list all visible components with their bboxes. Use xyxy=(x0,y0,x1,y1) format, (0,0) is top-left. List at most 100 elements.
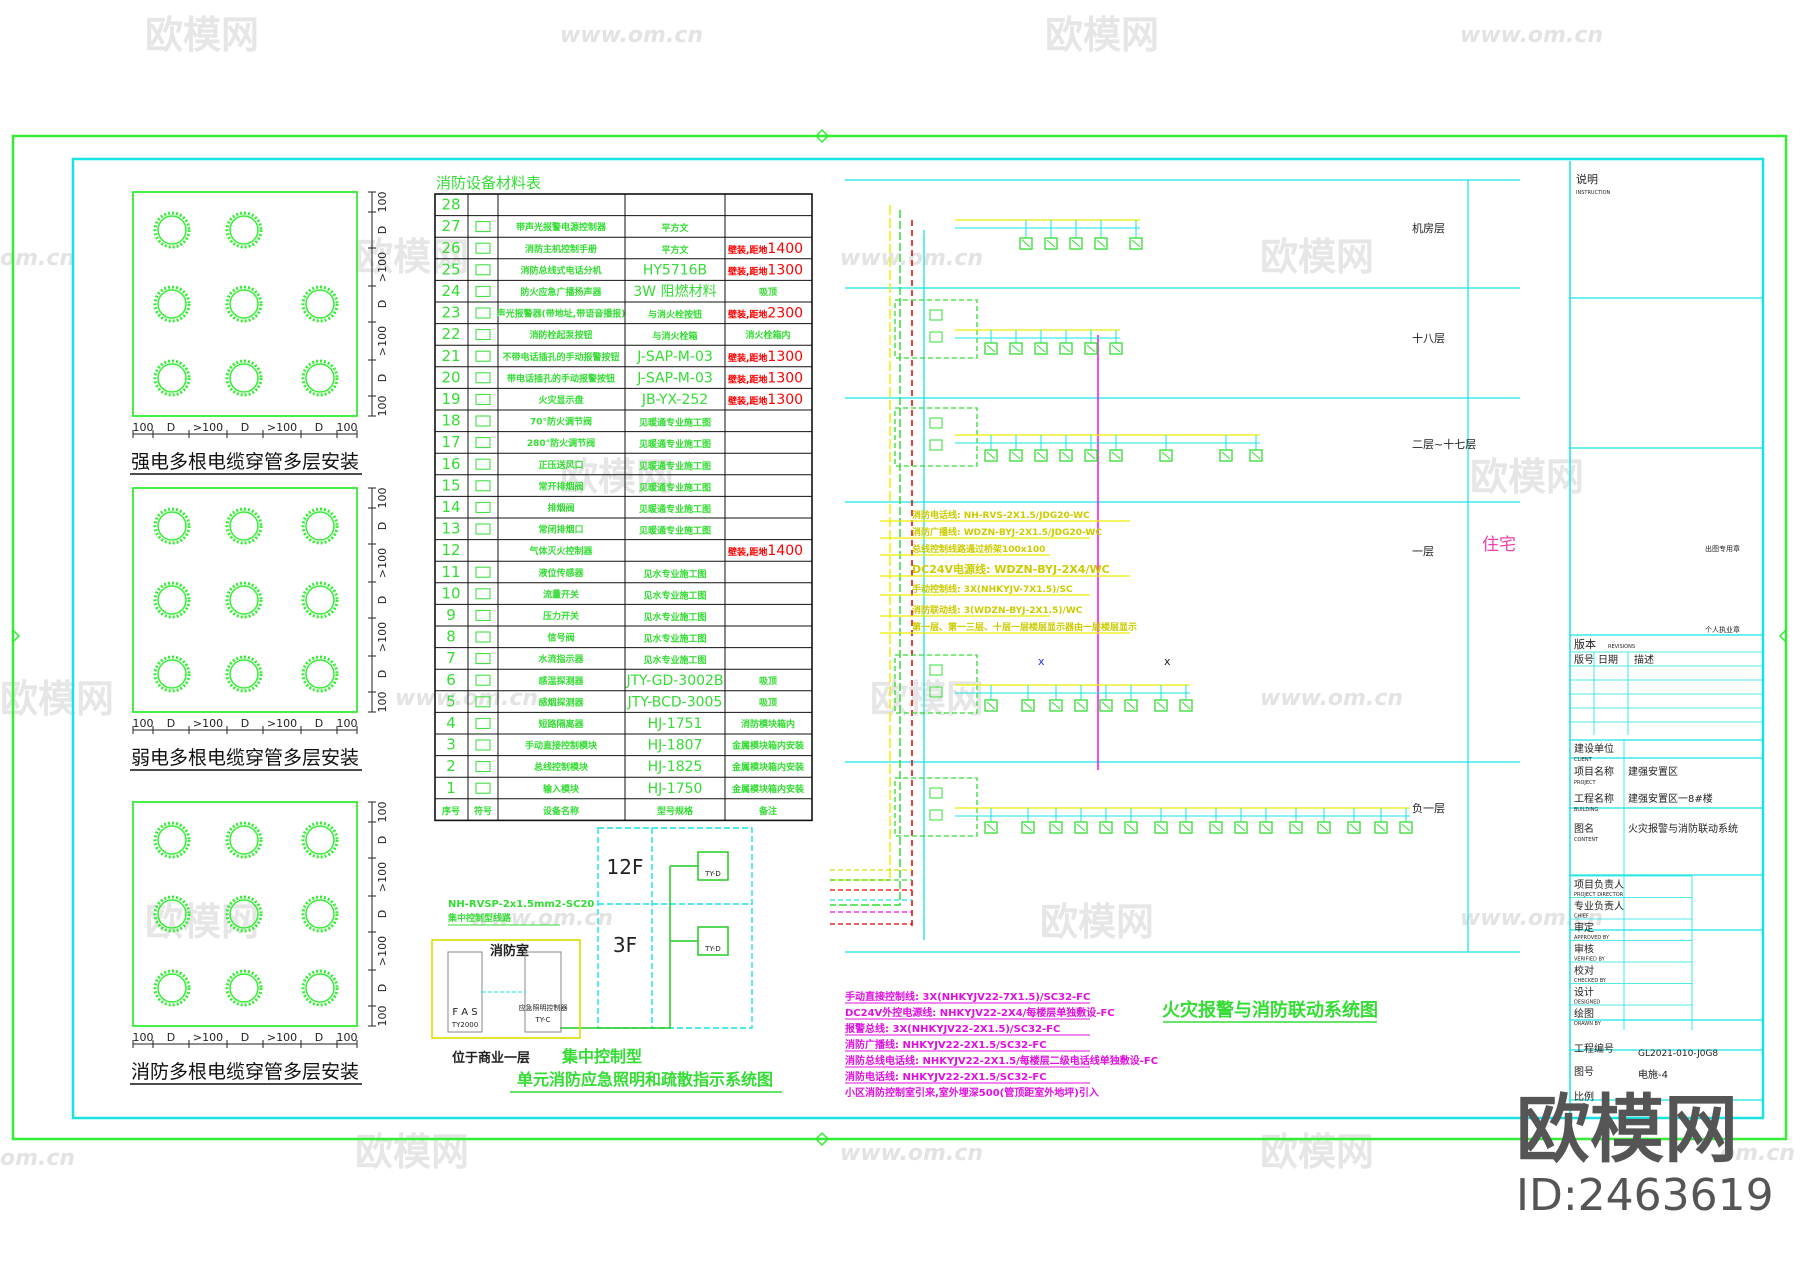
device-icon-mark xyxy=(1211,823,1221,832)
floor-module-box xyxy=(894,407,978,467)
conduit-circle-inner xyxy=(157,289,187,319)
device-icon xyxy=(1159,449,1173,462)
watermark-url: www.om.cn xyxy=(1460,23,1603,48)
tb-role-en: APPROVED BY xyxy=(1574,935,1610,941)
device-icon xyxy=(1317,821,1331,834)
tb-field-value: 火灾报警与消防联动系统 xyxy=(1628,822,1738,835)
dim-label: D xyxy=(167,1031,175,1044)
header-cell: 型号规格 xyxy=(657,805,694,817)
tb-field-label: 图名 xyxy=(1574,822,1594,835)
watermark-brand: 欧模网 xyxy=(560,455,674,499)
cable-legend: 手动直接控制线: 3X(NHKYJV22-7X1.5)/SC32-FCDC24V… xyxy=(844,990,1158,1099)
materials-title: 消防设备材料表 xyxy=(436,174,541,192)
device-name: 消防主机控制手册 xyxy=(525,243,597,255)
device-symbol-icon xyxy=(475,653,491,665)
device-icon xyxy=(1289,821,1303,834)
tb-version-en: REVISIONS xyxy=(1608,644,1635,650)
row-number: 10 xyxy=(441,584,460,602)
row-number: 3 xyxy=(446,736,456,754)
row-number: 25 xyxy=(441,260,460,278)
device-icon xyxy=(1044,237,1058,250)
conduit-circle xyxy=(301,655,339,693)
tb-field-label-en: PROJECT xyxy=(1574,780,1597,786)
row-number: 22 xyxy=(441,325,460,343)
dim-label: D xyxy=(376,226,389,234)
device-icon xyxy=(1249,449,1263,462)
device-symbol-icon xyxy=(475,221,491,233)
dim-label: D xyxy=(376,374,389,382)
floor-module-box xyxy=(894,777,978,837)
module-icon xyxy=(929,309,943,321)
fas-cabinet xyxy=(447,951,483,1033)
conduit-circle-inner xyxy=(305,289,335,319)
dim-label: >100 xyxy=(193,717,223,730)
dim-label: 100 xyxy=(376,1006,389,1027)
device-model: 见水专业施工图 xyxy=(643,568,706,580)
cross-mark: x xyxy=(1164,655,1171,668)
device-model: JB-YX-252 xyxy=(641,392,708,408)
device-symbol-icon xyxy=(475,501,491,513)
conduit-circle-inner xyxy=(157,825,187,855)
device-icon-mark xyxy=(986,823,996,832)
row-number: 13 xyxy=(441,520,460,538)
device-symbol-icon xyxy=(475,458,491,470)
conduit-circle xyxy=(153,285,191,323)
device-symbol-icon xyxy=(475,480,491,492)
device-icon xyxy=(1209,821,1223,834)
conduit-circle-inner xyxy=(305,585,335,615)
tb-role: 绘图 xyxy=(1574,1007,1594,1020)
legend-item: 消防广播线: NHKYJV22-2X1.5/SC32-FC xyxy=(845,1038,1047,1051)
device-icon-mark xyxy=(1071,239,1081,248)
device-icon xyxy=(1034,342,1048,355)
device-icon xyxy=(984,449,998,462)
device-symbol-icon xyxy=(475,437,491,449)
conduit-circle-inner xyxy=(305,363,335,393)
device-icon xyxy=(1109,342,1123,355)
center-mark-right xyxy=(1778,628,1787,644)
cable-note: 消防电话线: NH-RVS-2X1.5/JDG20-WC xyxy=(912,509,1090,521)
conduit-circle xyxy=(225,821,263,859)
device-name: 水流指示器 xyxy=(538,653,584,665)
dim-label: D xyxy=(167,717,175,730)
tb-role-en: PROJECT DIRECTOR xyxy=(1574,892,1624,898)
device-model: 3W 阻燃材料 xyxy=(633,283,716,300)
device-model: 与消火栓按钮 xyxy=(648,309,702,321)
watermark-brand: 欧模网 xyxy=(355,1130,469,1174)
watermark-url: www.om.cn xyxy=(840,246,983,271)
conduit-circle-inner xyxy=(305,659,335,689)
device-icon-mark xyxy=(1156,823,1166,832)
device-icon-mark xyxy=(1101,701,1111,710)
device-icon-mark xyxy=(1319,823,1329,832)
big-id-watermark: ID:2463619 xyxy=(1516,1170,1774,1221)
watermark-url: www.om.cn xyxy=(470,906,613,931)
device-model: 见暖通专业施工图 xyxy=(639,525,711,537)
device-note: 壁装,距地1300 xyxy=(728,262,803,278)
device-model: 见水专业施工图 xyxy=(643,589,706,601)
tb-instruction: 说明 xyxy=(1576,172,1598,186)
device-icon xyxy=(1084,449,1098,462)
device-icon-mark xyxy=(1051,823,1061,832)
table-border xyxy=(434,193,813,822)
device-icon xyxy=(1059,449,1073,462)
device-icon-mark xyxy=(1261,823,1271,832)
dim-label: 100 xyxy=(133,421,154,434)
conduit-circle-inner xyxy=(229,973,259,1003)
center-mark-bottom xyxy=(814,1131,830,1147)
device-model: 平方文 xyxy=(661,222,689,234)
device-symbol-icon xyxy=(475,415,491,427)
tb-role-en: VERIFIED BY xyxy=(1574,957,1606,963)
tb-field-label: 建设单位 xyxy=(1574,742,1614,755)
row-number: 14 xyxy=(441,498,460,516)
module-icon xyxy=(929,809,943,821)
device-name: 气体灭火控制器 xyxy=(528,545,593,557)
legend-item: 消防总线电话线: NHKYJV22-2X1.5/每楼层二级电话线单独敷设-FC xyxy=(845,1054,1158,1067)
conduit-circle xyxy=(301,969,339,1007)
cross-mark: x xyxy=(1038,655,1045,668)
device-note: 消火栓箱内 xyxy=(745,329,790,341)
